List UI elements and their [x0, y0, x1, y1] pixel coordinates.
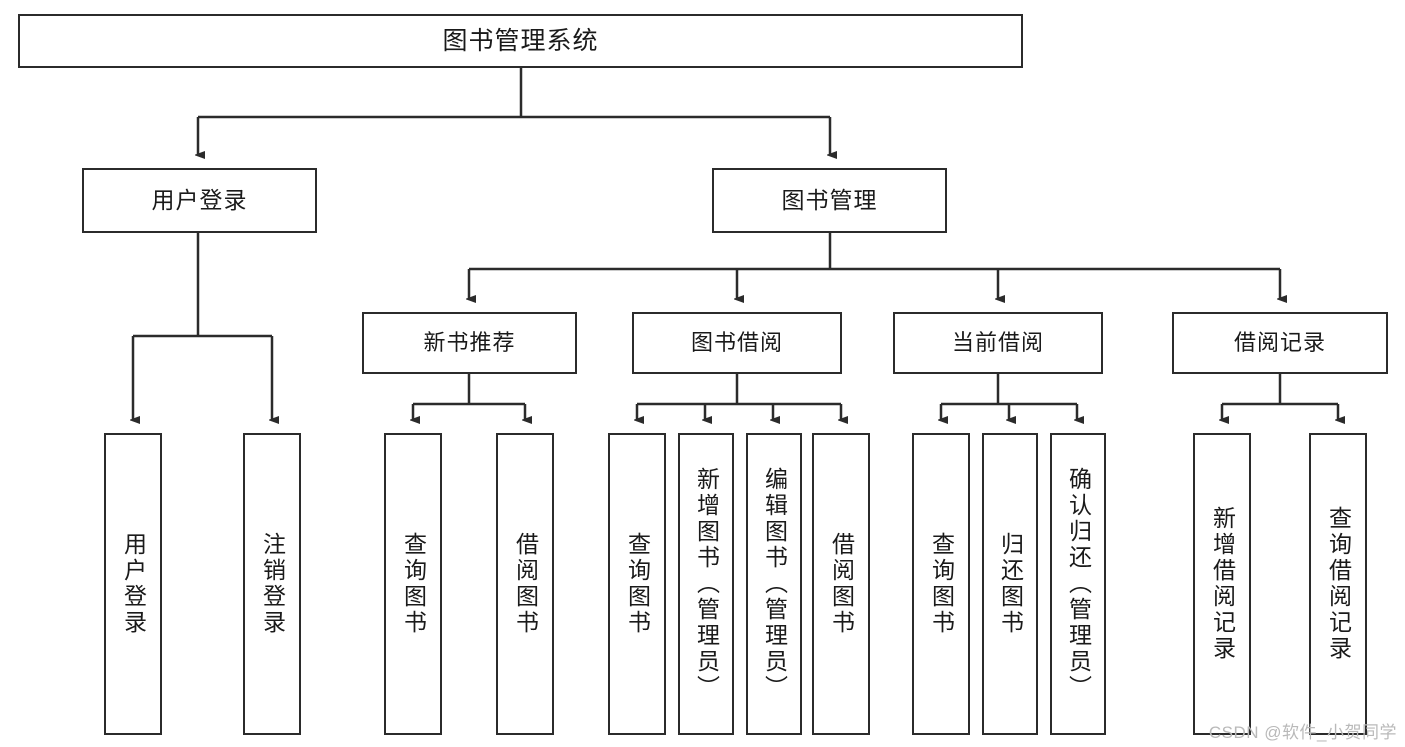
leaf-new-book-query[interactable]: 查询图书	[384, 433, 442, 735]
node-current-borrow-label: 当前借阅	[951, 330, 1044, 356]
leaf-label: 查询图书	[928, 532, 955, 636]
leaf-label: 查询图书	[624, 532, 651, 636]
leaf-borrow-record-add[interactable]: 新增借阅记录	[1193, 433, 1251, 735]
leaf-label: 借阅图书	[828, 532, 855, 636]
leaf-current-borrow-return[interactable]: 归还图书	[982, 433, 1038, 735]
leaf-label: 注销登录	[259, 532, 286, 636]
node-root[interactable]: 图书管理系统	[18, 14, 1023, 68]
node-borrow-record-label: 借阅记录	[1233, 330, 1326, 356]
leaf-user-login-logout[interactable]: 注销登录	[243, 433, 301, 735]
leaf-current-borrow-query[interactable]: 查询图书	[912, 433, 970, 735]
node-current-borrow[interactable]: 当前借阅	[893, 312, 1103, 374]
node-book-borrow[interactable]: 图书借阅	[632, 312, 842, 374]
leaf-label: 归还图书	[997, 532, 1024, 636]
leaf-label: 新增借阅记录	[1209, 506, 1236, 662]
leaf-label: 用户登录	[120, 532, 147, 636]
leaf-book-borrow-add[interactable]: 新增图书（管理员）	[678, 433, 734, 735]
node-new-book-recommend-label: 新书推荐	[423, 330, 516, 356]
leaf-label: 新增图书（管理员）	[693, 467, 720, 701]
leaf-current-borrow-confirm-return[interactable]: 确认归还（管理员）	[1050, 433, 1106, 735]
node-user-login[interactable]: 用户登录	[82, 168, 317, 233]
leaf-book-borrow-borrow[interactable]: 借阅图书	[812, 433, 870, 735]
leaf-label: 查询图书	[400, 532, 427, 636]
node-user-login-label: 用户登录	[151, 187, 248, 214]
leaf-label: 确认归还（管理员）	[1065, 467, 1092, 701]
node-book-borrow-label: 图书借阅	[690, 330, 783, 356]
node-new-book-recommend[interactable]: 新书推荐	[362, 312, 577, 374]
node-book-management-label: 图书管理	[781, 187, 878, 214]
leaf-user-login-login[interactable]: 用户登录	[104, 433, 162, 735]
leaf-label: 查询借阅记录	[1325, 506, 1352, 662]
leaf-label: 编辑图书（管理员）	[761, 467, 788, 701]
node-root-label: 图书管理系统	[442, 26, 599, 55]
leaf-book-borrow-query[interactable]: 查询图书	[608, 433, 666, 735]
leaf-label: 借阅图书	[512, 532, 539, 636]
leaf-book-borrow-edit[interactable]: 编辑图书（管理员）	[746, 433, 802, 735]
watermark: CSDN @软件_小贺同学	[1208, 723, 1397, 742]
node-borrow-record[interactable]: 借阅记录	[1172, 312, 1388, 374]
leaf-borrow-record-query[interactable]: 查询借阅记录	[1309, 433, 1367, 735]
node-book-management[interactable]: 图书管理	[712, 168, 947, 233]
leaf-new-book-borrow[interactable]: 借阅图书	[496, 433, 554, 735]
